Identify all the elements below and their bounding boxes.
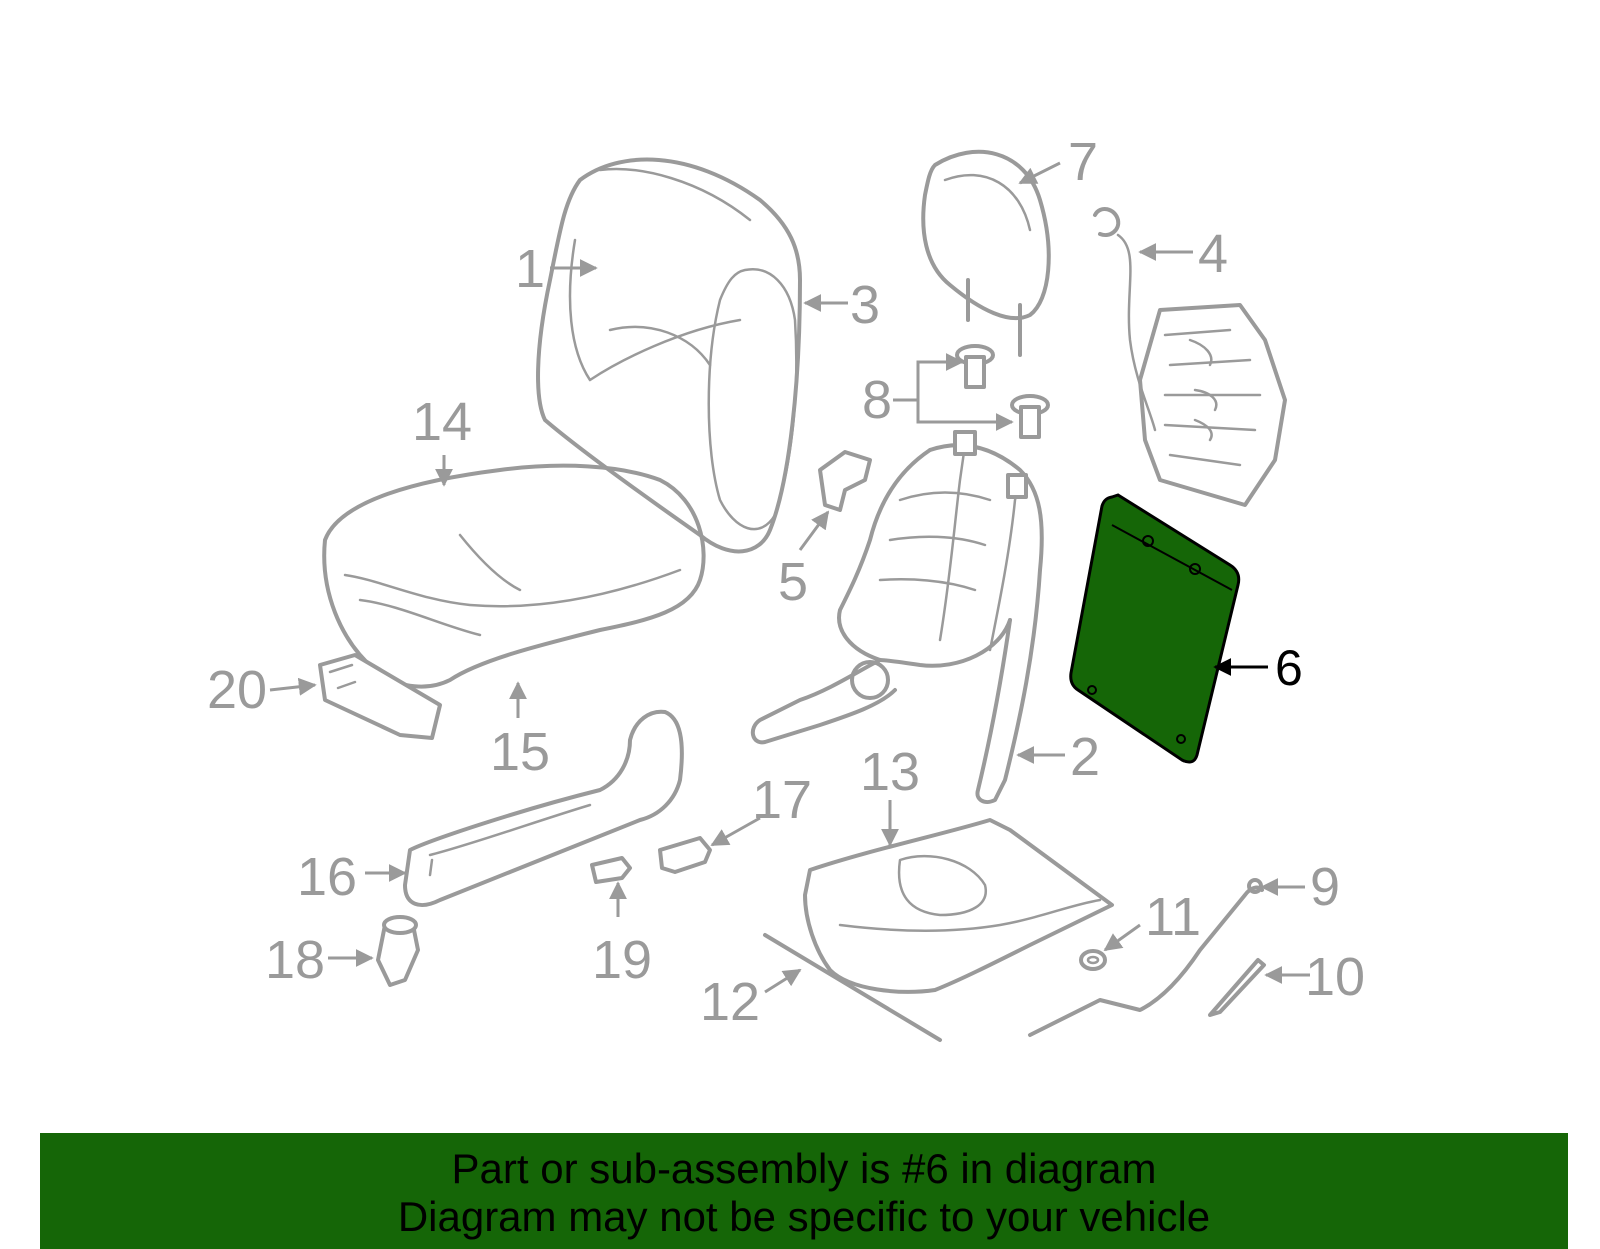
grommet (1079, 949, 1107, 971)
callout-9: 9 (1310, 857, 1340, 917)
callout-8: 8 (862, 370, 892, 430)
callout-1: 1 (515, 239, 545, 299)
seat-pan (803, 818, 1114, 994)
clip (818, 450, 872, 512)
banner-line-disclaimer: Diagram may not be specific to your vehi… (397, 1193, 1211, 1240)
banner-line-part: Part or sub-assembly is #6 in diagram (451, 1145, 1157, 1192)
callout-16: 16 (297, 847, 357, 907)
callout-6: 6 (1275, 640, 1303, 696)
callout-13: 13 (860, 742, 920, 802)
callout-15: 15 (490, 722, 550, 782)
callout-11: 11 (1145, 887, 1201, 947)
seat-back-frame (750, 430, 1044, 804)
callout-10: 10 (1305, 947, 1365, 1007)
callout-7: 7 (1068, 132, 1098, 192)
recliner-knob (658, 836, 712, 874)
side-shield (403, 709, 684, 907)
callout-20: 20 (207, 660, 267, 720)
callout-17: 17 (752, 770, 812, 830)
headrest (921, 149, 1051, 357)
leader-lines (269, 161, 1310, 994)
callout-2: 2 (1070, 727, 1100, 787)
lever-handle (376, 915, 420, 987)
seat-back-panel-highlighted (1069, 493, 1241, 764)
callout-12: 12 (700, 972, 760, 1032)
callout-5: 5 (778, 552, 808, 612)
callout-19: 19 (592, 930, 652, 990)
info-banner: Part or sub-assembly is #6 in diagram Di… (40, 1133, 1568, 1249)
seat-back-cover (536, 157, 802, 554)
knob-cap (590, 856, 632, 884)
callout-18: 18 (265, 930, 325, 990)
seat-heater-pad (1093, 207, 1287, 507)
headrest-guides (955, 344, 1050, 439)
callout-4: 4 (1198, 224, 1228, 284)
panel-6 (1069, 493, 1241, 764)
callout-3: 3 (850, 275, 880, 335)
rod (763, 933, 942, 1042)
control-module (318, 653, 442, 740)
callout-14: 14 (412, 392, 472, 452)
callout-numbers: 1 3 7 4 8 5 6 2 14 15 20 16 17 19 18 13 … (207, 132, 1365, 1032)
pin (1208, 958, 1266, 1017)
